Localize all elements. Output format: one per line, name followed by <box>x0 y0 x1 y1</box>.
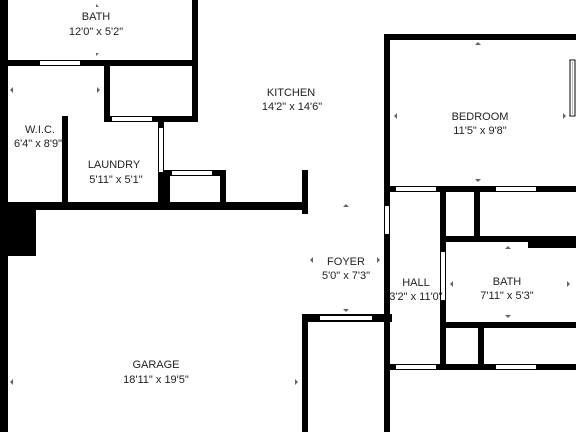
marker <box>96 4 99 7</box>
room-name-hall: HALL <box>402 277 430 289</box>
wall-pantry-left <box>164 170 170 208</box>
door-bath2 <box>441 252 445 300</box>
room-name-bedroom: BEDROOM <box>452 111 509 123</box>
wall-bath2-right-block <box>528 236 576 248</box>
room-size-foyer: 5'0" x 7'3" <box>322 270 370 282</box>
marker <box>394 113 397 119</box>
marker <box>567 281 570 287</box>
room-size-laundry: 5'11" x 5'1" <box>89 174 142 186</box>
marker <box>295 379 298 385</box>
door-lower-closet <box>496 365 536 369</box>
wall-bath2-top <box>440 236 576 242</box>
wall-bath1-right <box>192 0 198 66</box>
marker <box>450 281 453 287</box>
wall-pantry-right <box>220 170 226 208</box>
wall-garage-top <box>0 202 308 210</box>
door-pantry <box>172 171 212 175</box>
marker <box>96 53 99 56</box>
room-size-kitchen: 14'2" x 14'6" <box>262 101 322 113</box>
wall-bedroom-top <box>384 34 576 40</box>
wall-closet-divider <box>474 186 480 242</box>
room-name-bath-2: BATH <box>493 276 522 288</box>
door-garage <box>303 214 307 258</box>
wall-lower-hall <box>384 364 576 370</box>
marker <box>475 42 481 45</box>
room-name-laundry: LAUNDRY <box>88 159 141 171</box>
wall-bath2-lower-divider <box>478 322 484 368</box>
wall-foyer-upper <box>302 170 308 214</box>
marker <box>377 257 380 263</box>
marker <box>343 309 349 312</box>
room-size-hall: 3'2" x 11'0" <box>389 291 442 303</box>
door-wic <box>112 117 152 121</box>
room-size-bath-1: 12'0" x 5'2" <box>69 26 123 38</box>
marker <box>10 379 13 385</box>
wall-wic-laundry <box>62 116 68 204</box>
room-name-bath-1: BATH <box>82 11 111 23</box>
marker <box>505 315 511 318</box>
door-lower-hall <box>396 365 436 369</box>
room-size-bath-2: 7'11" x 5'3" <box>480 290 533 302</box>
room-size-bedroom: 11'5" x 9'8" <box>453 125 506 137</box>
dimension-markers <box>10 4 570 385</box>
door-laundry <box>159 128 163 172</box>
room-name-garage: GARAGE <box>132 359 179 371</box>
door-foyer-bottom <box>320 316 372 320</box>
room-size-wic: 6'4" x 8'9" <box>14 138 62 150</box>
room-labels: BATH 12'0" x 5'2" W.I.C. 6'4" x 8'9" LAU… <box>14 11 534 386</box>
room-name-wic: W.I.C. <box>25 124 55 136</box>
marker <box>505 246 511 249</box>
wall-block <box>0 204 36 256</box>
door-hall-left <box>385 206 389 234</box>
wall-bath2-bottom <box>440 322 576 328</box>
marker <box>97 87 100 93</box>
marker <box>10 87 13 93</box>
marker <box>475 179 481 182</box>
wall-closet-right <box>192 60 198 122</box>
wall-wic-right <box>104 60 110 122</box>
marker <box>343 204 349 207</box>
room-name-foyer: FOYER <box>327 256 365 268</box>
marker <box>563 113 566 119</box>
door-closet <box>496 187 536 191</box>
room-name-kitchen: KITCHEN <box>267 87 315 99</box>
room-size-garage: 18'11" x 19'5" <box>123 374 189 386</box>
wall-bath1-bottom <box>0 60 198 66</box>
door-bath1 <box>40 61 80 65</box>
door-openings <box>40 61 536 369</box>
wall-foyer-lower <box>302 314 308 432</box>
marker <box>310 257 313 263</box>
door-bedroom <box>396 187 436 191</box>
